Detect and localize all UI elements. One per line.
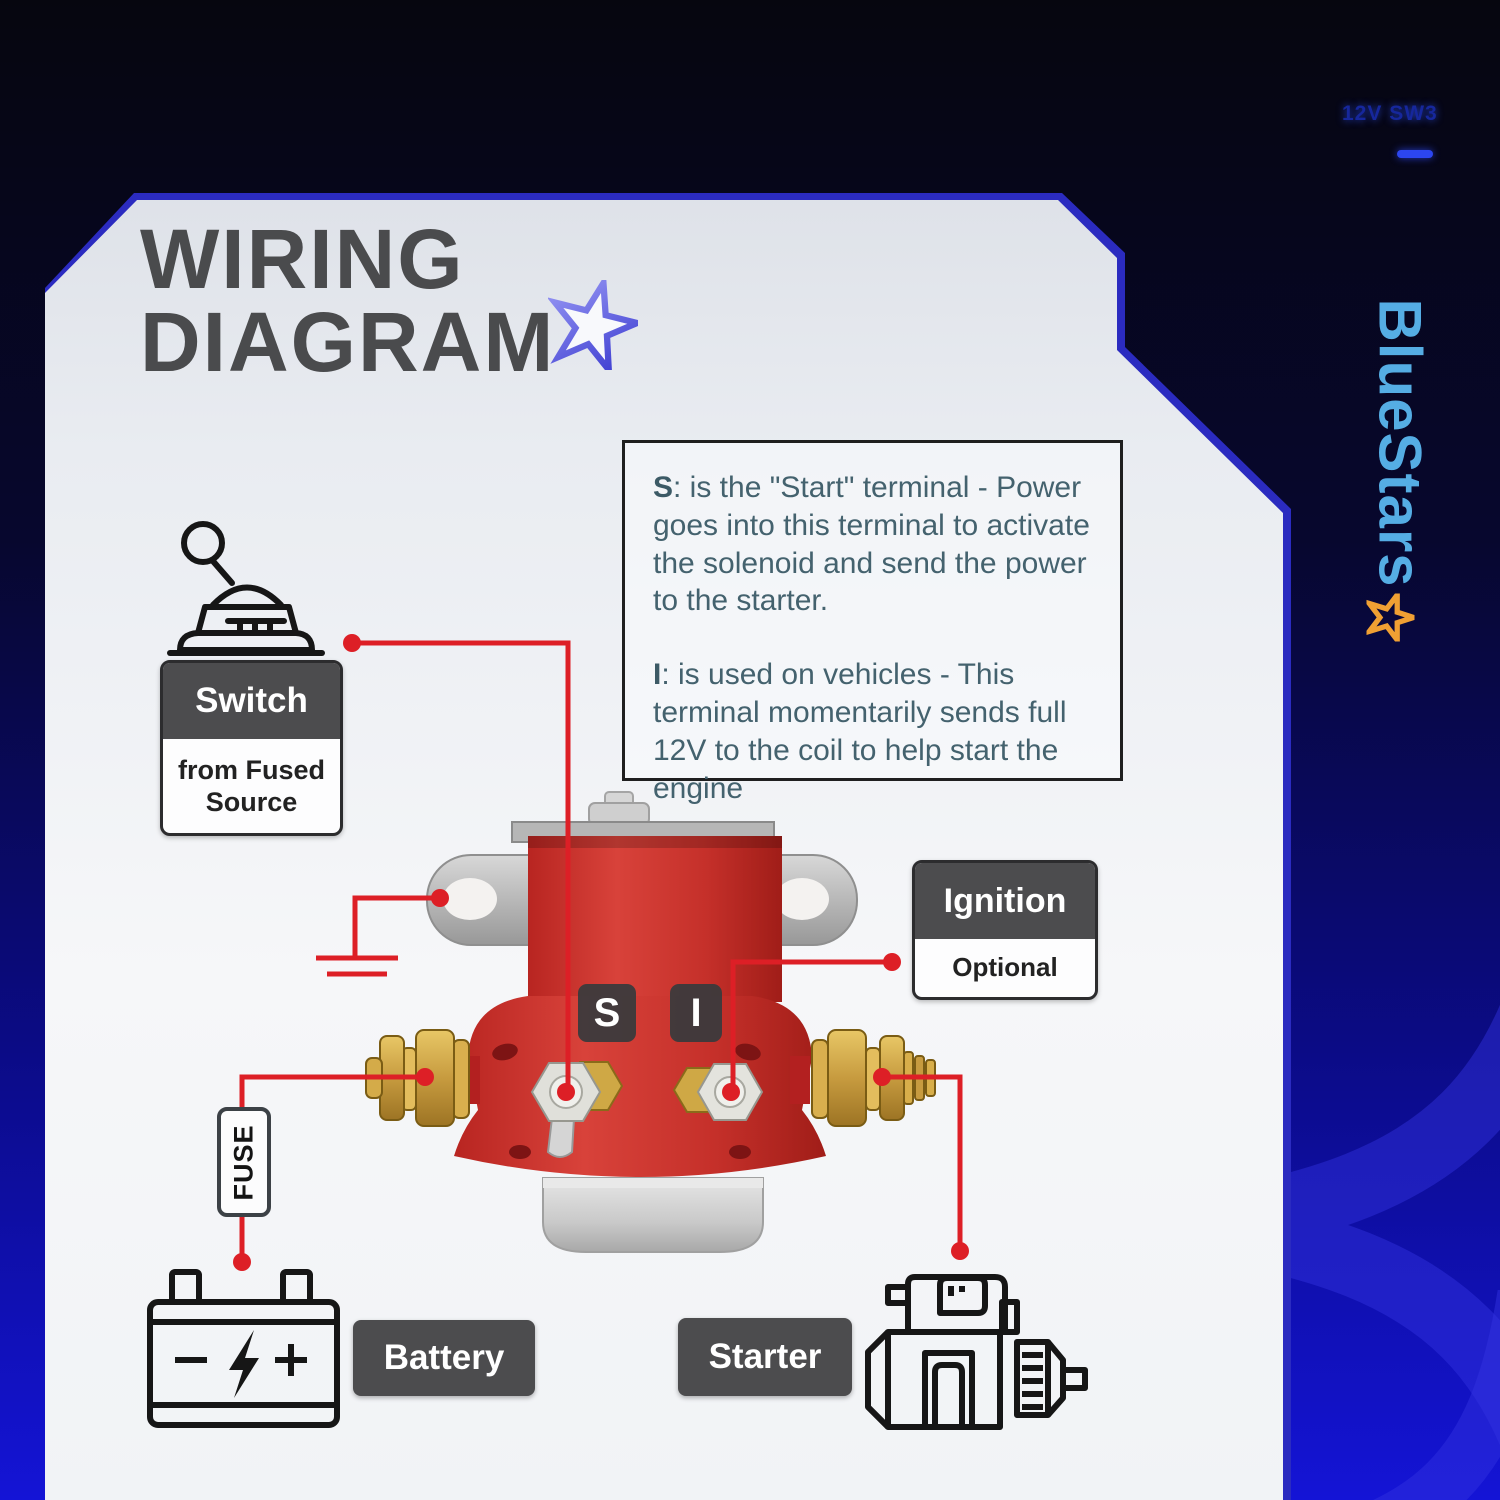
ignition-label-subtitle: Optional bbox=[952, 952, 1058, 983]
brand-name: BlueStars bbox=[1366, 298, 1434, 588]
decor-star-icon bbox=[1372, 1290, 1500, 1500]
terminal-info-box: S: is the "Start" terminal - Power goes … bbox=[622, 440, 1123, 805]
terminal-i-label: I bbox=[670, 984, 722, 1042]
product-code: 12V SW3 bbox=[1342, 102, 1438, 125]
fuse-label-text: FUSE bbox=[228, 1123, 259, 1201]
ignition-label-title: Ignition bbox=[915, 863, 1095, 939]
brand-logo: BlueStars bbox=[1300, 220, 1500, 720]
switch-label-title: Switch bbox=[163, 663, 340, 739]
switch-label-box: Switch from Fused Source bbox=[160, 660, 343, 836]
page-title: WIRING DIAGRAM bbox=[140, 212, 556, 390]
brand-star-icon bbox=[1367, 593, 1415, 642]
title-star-icon bbox=[548, 280, 638, 370]
starter-label: Starter bbox=[678, 1318, 852, 1396]
battery-label: Battery bbox=[353, 1320, 535, 1396]
switch-label-subtitle: from Fused Source bbox=[177, 754, 325, 817]
i-terminal-description: I: is used on vehicles - This terminal m… bbox=[653, 658, 1067, 805]
terminal-s-label: S bbox=[578, 984, 636, 1042]
title-line-2: DIAGRAM bbox=[140, 295, 556, 390]
code-dash bbox=[1397, 150, 1433, 158]
ignition-label-box: Ignition Optional bbox=[912, 860, 1098, 1000]
fuse-label-box: FUSE bbox=[217, 1107, 271, 1217]
s-terminal-description: S: is the "Start" terminal - Power goes … bbox=[653, 471, 1090, 618]
title-line-1: WIRING bbox=[140, 212, 465, 306]
decor-star-icon bbox=[1200, 1004, 1500, 1446]
